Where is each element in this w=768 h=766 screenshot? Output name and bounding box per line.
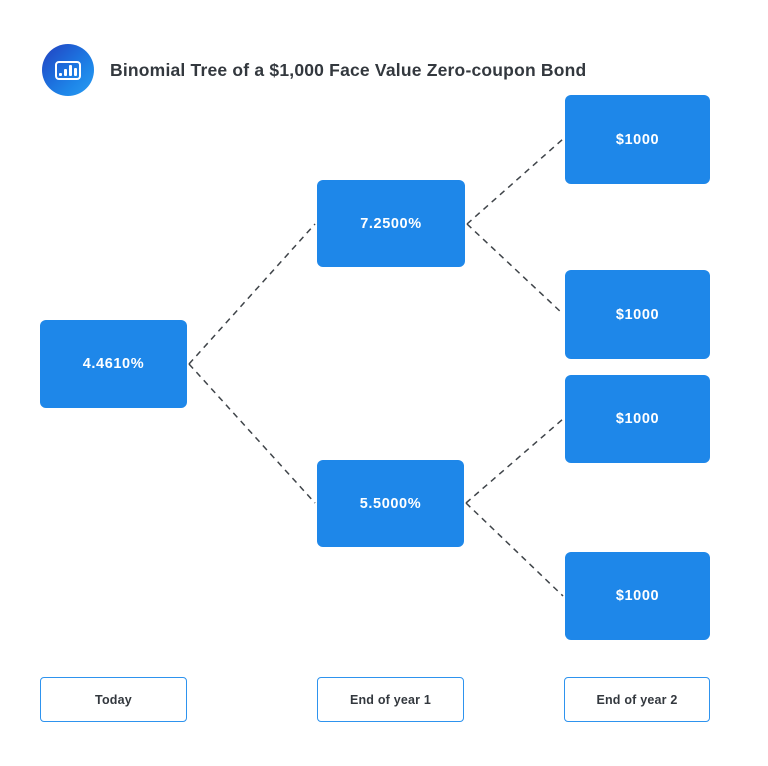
node-label: $1000 [615,306,660,323]
node-label: 7.2500% [360,215,422,232]
node-label: 4.4610% [82,356,145,372]
node-label: $1000 [615,131,660,148]
page-title: Binomial Tree of a $1,000 Face Value Zer… [110,59,587,80]
timeline-label-text: Today [95,692,132,707]
node-label: 5.5000% [359,495,422,512]
timeline-label-end-of-year-1: End of year 1 [317,677,464,722]
node-label: $1000 [615,411,660,427]
edge-down-to-y2d [465,502,564,597]
edge-root-to-up [188,223,316,365]
edge-root-to-down [188,363,316,504]
edge-down-to-y2c [465,418,564,504]
timeline-label-text: End of year 2 [596,692,678,707]
tree-node-year2-payoff-2: $1000 [565,270,710,359]
tree-node-year2-payoff-4: $1000 [565,552,710,640]
bar-chart-icon [42,44,94,96]
timeline-label-text: End of year 1 [349,692,432,707]
tree-node-year2-payoff-3: $1000 [565,375,710,463]
timeline-label-end-of-year-2: End of year 2 [564,677,710,722]
tree-node-today-rate: 4.4610% [40,320,187,408]
edge-up-to-y2a [466,138,564,225]
edge-up-to-y2b [466,223,564,315]
timeline-label-today: Today [40,677,187,722]
bar-chart-icon-frame [55,60,81,80]
tree-node-year1-down-rate: 5.5000% [317,460,464,547]
node-label: $1000 [615,588,660,604]
header: Binomial Tree of a $1,000 Face Value Zer… [42,44,586,96]
tree-node-year2-payoff-1: $1000 [565,95,710,184]
tree-node-year1-up-rate: 7.2500% [317,180,465,267]
